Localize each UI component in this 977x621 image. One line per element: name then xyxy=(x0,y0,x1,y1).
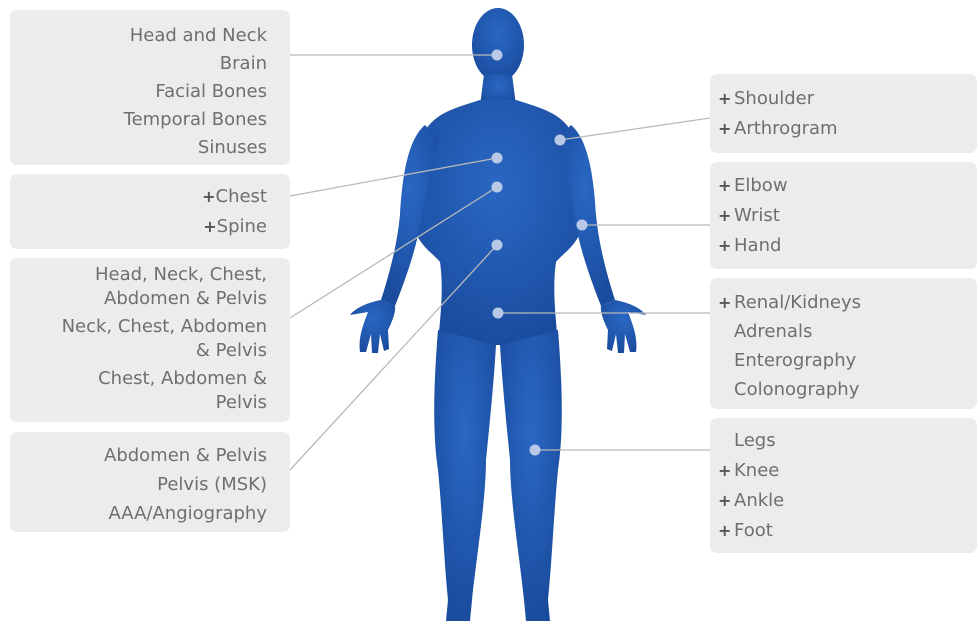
plus-icon: + xyxy=(718,171,734,201)
silhouette-head xyxy=(472,8,524,82)
label-box-legs: Legs +Knee +Ankle +Foot xyxy=(710,418,977,553)
label-adrenals[interactable]: Adrenals xyxy=(718,317,977,346)
label-knee[interactable]: +Knee xyxy=(718,456,977,486)
label-head-and-neck[interactable]: Head and Neck xyxy=(10,22,267,50)
plus-icon: + xyxy=(718,288,734,317)
label-facial-bones[interactable]: Facial Bones xyxy=(10,78,267,106)
label-wrist-text: Wrist xyxy=(734,205,780,226)
label-shoulder-text: Shoulder xyxy=(734,88,814,109)
marker-spine[interactable] xyxy=(492,182,503,193)
plus-icon: + xyxy=(200,182,216,212)
label-brain[interactable]: Brain xyxy=(10,50,267,78)
label-foot[interactable]: +Foot xyxy=(718,516,977,546)
label-shoulder[interactable]: +Shoulder xyxy=(718,84,977,114)
label-renal-kidneys-text: Renal/Kidneys xyxy=(734,292,861,313)
label-temporal-bones[interactable]: Temporal Bones xyxy=(10,106,267,134)
label-knee-text: Knee xyxy=(734,460,779,481)
label-enterography[interactable]: Enterography xyxy=(718,346,977,375)
marker-shoulder[interactable] xyxy=(555,135,566,146)
label-elbow[interactable]: +Elbow xyxy=(718,171,977,201)
marker-head[interactable] xyxy=(492,50,503,61)
connector-shoulder xyxy=(560,118,710,140)
label-box-kidneys: +Renal/Kidneys Adrenals Enterography Col… xyxy=(710,278,977,409)
label-foot-text: Foot xyxy=(734,520,773,541)
label-box-body-combos: Head, Neck, Chest, Abdomen & Pelvis Neck… xyxy=(10,258,290,422)
plus-icon: + xyxy=(718,84,734,114)
label-chest-text: Chest xyxy=(216,186,268,207)
plus-icon: + xyxy=(718,486,734,516)
label-abdomen-pelvis[interactable]: Abdomen & Pelvis xyxy=(10,441,267,470)
label-renal-kidneys[interactable]: +Renal/Kidneys xyxy=(718,288,977,317)
label-spine[interactable]: +Spine xyxy=(10,212,267,242)
silhouette-right-leg xyxy=(500,330,562,621)
label-legs[interactable]: Legs xyxy=(718,426,977,456)
label-sinuses[interactable]: Sinuses xyxy=(10,134,267,162)
label-ankle-text: Ankle xyxy=(734,490,784,511)
label-head-neck-chest-abdomen-pelvis[interactable]: Head, Neck, Chest, Abdomen & Pelvis xyxy=(50,263,267,311)
marker-legs[interactable] xyxy=(530,445,541,456)
label-arthrogram[interactable]: +Arthrogram xyxy=(718,114,977,144)
label-aaa-angiography[interactable]: AAA/Angiography xyxy=(10,499,267,528)
plus-icon: + xyxy=(718,231,734,261)
marker-arm[interactable] xyxy=(577,220,588,231)
silhouette-left-leg xyxy=(434,330,496,621)
marker-kidneys[interactable] xyxy=(493,308,504,319)
label-spine-text: Spine xyxy=(217,216,267,237)
label-hand[interactable]: +Hand xyxy=(718,231,977,261)
label-ankle[interactable]: +Ankle xyxy=(718,486,977,516)
plus-icon: + xyxy=(718,456,734,486)
plus-icon: + xyxy=(201,212,217,242)
plus-icon: + xyxy=(718,516,734,546)
plus-icon: + xyxy=(718,201,734,231)
label-arthrogram-text: Arthrogram xyxy=(734,118,838,139)
label-box-shoulder: +Shoulder +Arthrogram xyxy=(710,74,977,153)
label-box-chest-spine: +Chest +Spine xyxy=(10,174,290,249)
label-chest[interactable]: +Chest xyxy=(10,182,267,212)
marker-chest[interactable] xyxy=(492,153,503,164)
silhouette-right-hand xyxy=(601,300,646,353)
label-wrist[interactable]: +Wrist xyxy=(718,201,977,231)
marker-abdomen[interactable] xyxy=(492,240,503,251)
label-colonography[interactable]: Colonography xyxy=(718,375,977,404)
silhouette-left-hand xyxy=(350,300,395,353)
plus-icon: + xyxy=(718,114,734,144)
label-hand-text: Hand xyxy=(734,235,781,256)
label-pelvis-msk[interactable]: Pelvis (MSK) xyxy=(10,470,267,499)
label-box-arm: +Elbow +Wrist +Hand xyxy=(710,162,977,269)
label-box-abdomen: Abdomen & Pelvis Pelvis (MSK) AAA/Angiog… xyxy=(10,432,290,532)
label-chest-abdomen-pelvis[interactable]: Chest, Abdomen & Pelvis xyxy=(50,367,267,415)
label-elbow-text: Elbow xyxy=(734,175,788,196)
label-neck-chest-abdomen-pelvis[interactable]: Neck, Chest, Abdomen & Pelvis xyxy=(50,315,267,363)
label-box-head: Head and Neck Brain Facial Bones Tempora… xyxy=(10,10,290,165)
